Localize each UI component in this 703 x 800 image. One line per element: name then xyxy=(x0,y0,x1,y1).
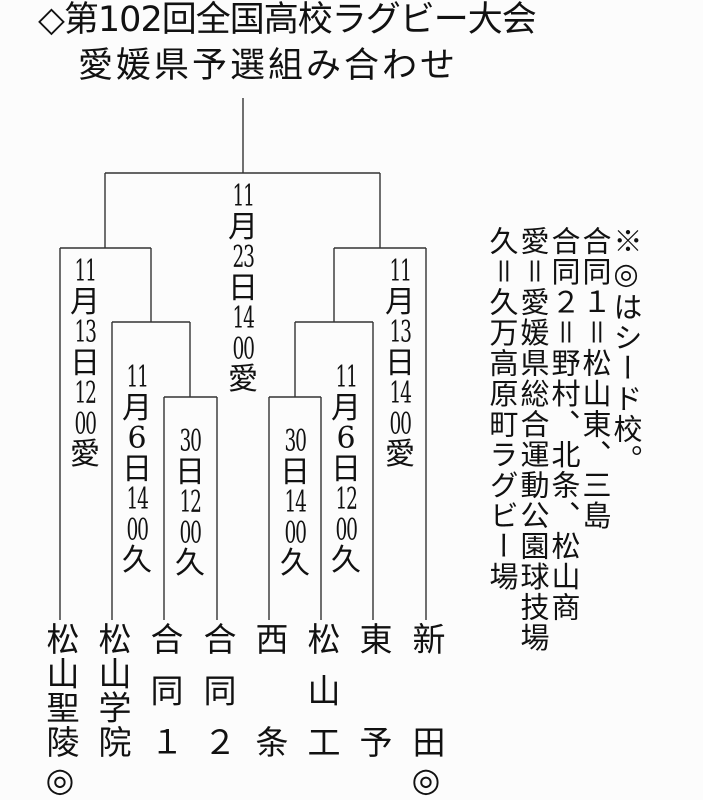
note-godo1: 合同１＝松山東、三島 xyxy=(578,226,612,531)
team-name: 松山工 xyxy=(302,622,341,758)
match-label-token: 13 xyxy=(74,315,96,350)
match-label-token: 日 xyxy=(385,345,415,381)
match-label-token: 00 xyxy=(389,406,411,442)
match-label-token: 13 xyxy=(389,315,411,350)
team-name: 松山聖陵 xyxy=(41,622,80,758)
team-name: 合同１ xyxy=(145,622,184,758)
match-label-token: 日 xyxy=(70,345,100,381)
match-label-token: 14 xyxy=(284,485,306,520)
title-line-2: 愛媛県予選組み合わせ xyxy=(78,46,459,86)
match-label-token: 23 xyxy=(232,240,254,275)
seed-mark: ◎ xyxy=(45,760,75,799)
match-label-token: 00 xyxy=(232,331,254,367)
match-label-token: 11 xyxy=(389,254,411,289)
match-label-token: 11 xyxy=(335,360,357,395)
match-label-token: 愛 xyxy=(228,362,258,397)
match-label-token: 日 xyxy=(122,451,152,487)
note-venue-ai: 愛＝愛媛県総合運動公園球技場 xyxy=(516,226,550,653)
seed-mark: ◎ xyxy=(411,760,441,799)
match-label-token: 日 xyxy=(280,454,310,490)
legend-notes: ※◎はシード校。 合同１＝松山東、三島 合同２＝野村、北条、松山商 愛＝愛媛県総… xyxy=(485,226,643,653)
note-seed: ※◎はシード校。 xyxy=(609,226,643,475)
match-label-token: 久 xyxy=(122,543,152,578)
match-label-token: 12 xyxy=(74,376,96,411)
team-name: 東予 xyxy=(354,622,393,758)
match-label-token: 12 xyxy=(335,482,357,517)
match-label-token: 月 xyxy=(122,390,152,426)
match-label-token: 月 xyxy=(70,284,100,320)
match-label-token: 久 xyxy=(280,546,310,581)
match-label-token: 6 xyxy=(127,421,147,456)
match-label-token: 月 xyxy=(331,390,361,426)
team-name: 新田 xyxy=(407,622,446,758)
note-godo2: 合同２＝野村、北条、松山商 xyxy=(547,226,581,623)
match-label-token: 愛 xyxy=(70,437,100,472)
match-label-token: 00 xyxy=(74,406,96,442)
match-label-token: 6 xyxy=(336,421,356,456)
team-name: 西条 xyxy=(250,622,289,758)
match-label-token: 久 xyxy=(331,543,361,578)
note-venue-ku: 久＝久万高原町ラグビー場 xyxy=(485,226,519,592)
match-label-token: 日 xyxy=(228,270,258,306)
match-label-token: 00 xyxy=(335,512,357,548)
match-label-token: 月 xyxy=(385,284,415,320)
match-label-token: 30 xyxy=(179,424,201,459)
match-label-token: 14 xyxy=(232,301,254,336)
match-label-token: 12 xyxy=(179,485,201,520)
match-label-token: 00 xyxy=(179,515,201,551)
match-label-token: 11 xyxy=(232,179,254,214)
match-label-token: 00 xyxy=(284,515,306,551)
match-label-token: 久 xyxy=(175,546,205,581)
match-label-token: 愛 xyxy=(385,437,415,472)
match-label-token: 14 xyxy=(126,482,148,517)
match-label-token: 00 xyxy=(126,512,148,548)
title-line-1: ◇第102回全国高校ラグビー大会 xyxy=(38,0,537,40)
match-label-token: 14 xyxy=(389,376,411,411)
match-label-token: 11 xyxy=(126,360,148,395)
team-name: 合同２ xyxy=(198,622,237,758)
match-label-token: 日 xyxy=(175,454,205,490)
match-label-token: 11 xyxy=(74,254,96,289)
match-label-token: 日 xyxy=(331,451,361,487)
match-label-token: 月 xyxy=(228,209,258,245)
team-name: 松山学院 xyxy=(93,622,132,758)
match-label-token: 30 xyxy=(284,424,306,459)
